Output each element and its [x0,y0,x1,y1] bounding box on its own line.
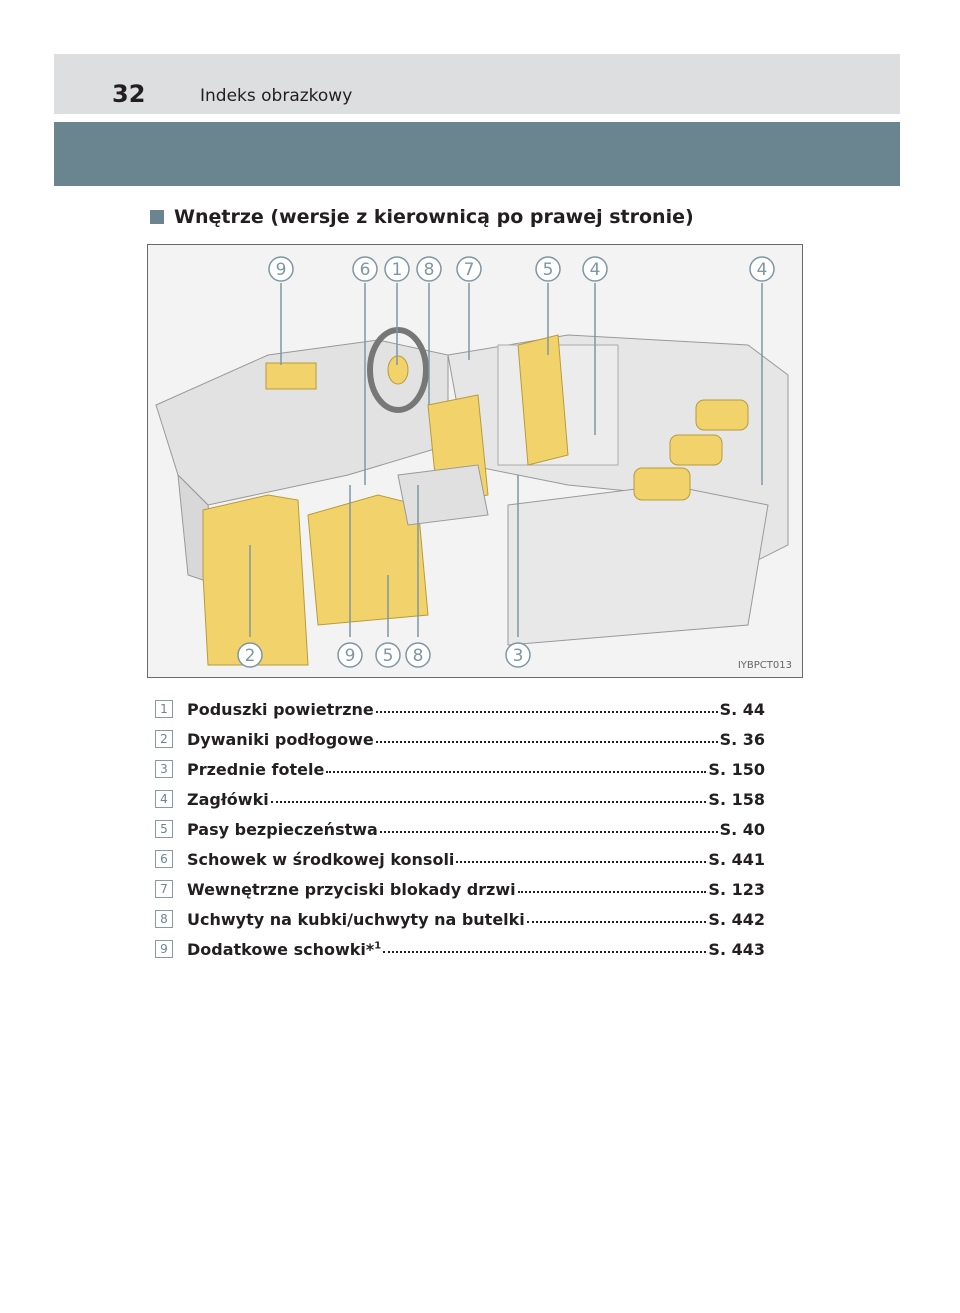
item-label: Wewnętrzne przyciski blokady drzwi [187,879,516,899]
callout-top-7: 4 [582,256,608,282]
page-reference-link[interactable]: S. 442 [708,909,765,929]
item-number: 5 [155,820,173,838]
callout-bottom-1: 2 [237,642,263,668]
page-reference-link[interactable]: S. 40 [719,819,765,839]
callout-top-5: 7 [456,256,482,282]
item-number: 8 [155,910,173,928]
list-item: 4 Zagłówki S. 158 [155,784,765,814]
svg-text:5: 5 [543,260,554,280]
callout-bottom-4: 8 [405,642,431,668]
page-reference-link[interactable]: S. 441 [708,849,765,869]
page-number: 32 [112,80,146,108]
callout-top-4: 8 [416,256,442,282]
item-number: 1 [155,700,173,718]
item-label: Poduszki powietrzne [187,699,374,719]
page-reference-link[interactable]: S. 158 [708,789,765,809]
callout-layer: 9 6 1 8 7 5 4 4 2 9 5 8 3 [237,256,775,668]
page-reference-link[interactable]: S. 443 [708,939,765,959]
dot-leader [517,881,707,893]
svg-text:4: 4 [757,260,768,280]
square-bullet-icon [150,210,164,224]
dot-leader [526,911,707,923]
dot-leader [326,761,707,773]
list-item: 6 Schowek w środkowej konsoli S. 441 [155,844,765,874]
page-reference-link[interactable]: S. 150 [708,759,765,779]
callout-top-2: 6 [352,256,378,282]
item-label: Przednie fotele [187,759,325,779]
svg-text:8: 8 [424,260,435,280]
figure-code: IYBPCT013 [737,660,792,671]
dot-leader [383,941,707,953]
section-heading: Wnętrze (wersje z kierownicą po prawej s… [150,206,694,228]
callout-bottom-3: 5 [375,642,401,668]
list-item: 2 Dywaniki podłogowe S. 36 [155,724,765,754]
callout-bottom-2: 9 [337,642,363,668]
page-reference-link[interactable]: S. 36 [719,729,765,749]
svg-text:9: 9 [276,260,287,280]
item-label: Uchwyty na kubki/uchwyty na butelki [187,909,525,929]
svg-text:9: 9 [345,646,356,666]
svg-text:1: 1 [392,260,403,280]
item-label: Dywaniki podłogowe [187,729,374,749]
callout-top-6: 5 [535,256,561,282]
callout-top-8: 4 [749,256,775,282]
item-number: 2 [155,730,173,748]
dot-leader [379,821,718,833]
list-item: 7 Wewnętrzne przyciski blokady drzwi S. … [155,874,765,904]
list-item: 1 Poduszki powietrzne S. 44 [155,694,765,724]
item-number: 3 [155,760,173,778]
list-item: 9 Dodatkowe schowki*1 S. 443 [155,934,765,964]
page-title: Indeks obrazkowy [200,86,353,106]
callout-bottom-5: 3 [505,642,531,668]
item-number: 9 [155,940,173,958]
item-label: Dodatkowe schowki*1 [187,940,381,959]
index-list: 1 Poduszki powietrzne S. 44 2 Dywaniki p… [155,694,765,964]
dot-leader [375,701,718,713]
car-interior-drawing [155,283,789,666]
svg-text:5: 5 [383,646,394,666]
svg-text:3: 3 [513,646,524,666]
interior-illustration: 9 6 1 8 7 5 4 4 2 9 5 8 3 IYBPCT013 [147,244,803,678]
svg-text:4: 4 [590,260,601,280]
list-item: 3 Przednie fotele S. 150 [155,754,765,784]
item-label: Schowek w środkowej konsoli [187,849,455,869]
svg-text:2: 2 [245,646,256,666]
svg-text:8: 8 [413,646,424,666]
callout-top-1: 9 [268,256,294,282]
dot-leader [270,791,707,803]
dot-leader [456,851,707,863]
page-reference-link[interactable]: S. 44 [719,699,765,719]
page-reference-link[interactable]: S. 123 [708,879,765,899]
item-number: 6 [155,850,173,868]
svg-text:6: 6 [360,260,371,280]
list-item: 5 Pasy bezpieczeństwa S. 40 [155,814,765,844]
item-number: 4 [155,790,173,808]
footnote-marker: 1 [374,940,382,952]
header-bar [54,54,900,114]
item-label-text: Dodatkowe schowki* [187,939,375,959]
svg-text:7: 7 [464,260,475,280]
item-number: 7 [155,880,173,898]
header-band [54,122,900,186]
list-item: 8 Uchwyty na kubki/uchwyty na butelki S.… [155,904,765,934]
callout-top-3: 1 [384,256,410,282]
section-title: Wnętrze (wersje z kierownicą po prawej s… [174,206,694,228]
item-label: Zagłówki [187,789,269,809]
dot-leader [375,731,718,743]
item-label: Pasy bezpieczeństwa [187,819,378,839]
